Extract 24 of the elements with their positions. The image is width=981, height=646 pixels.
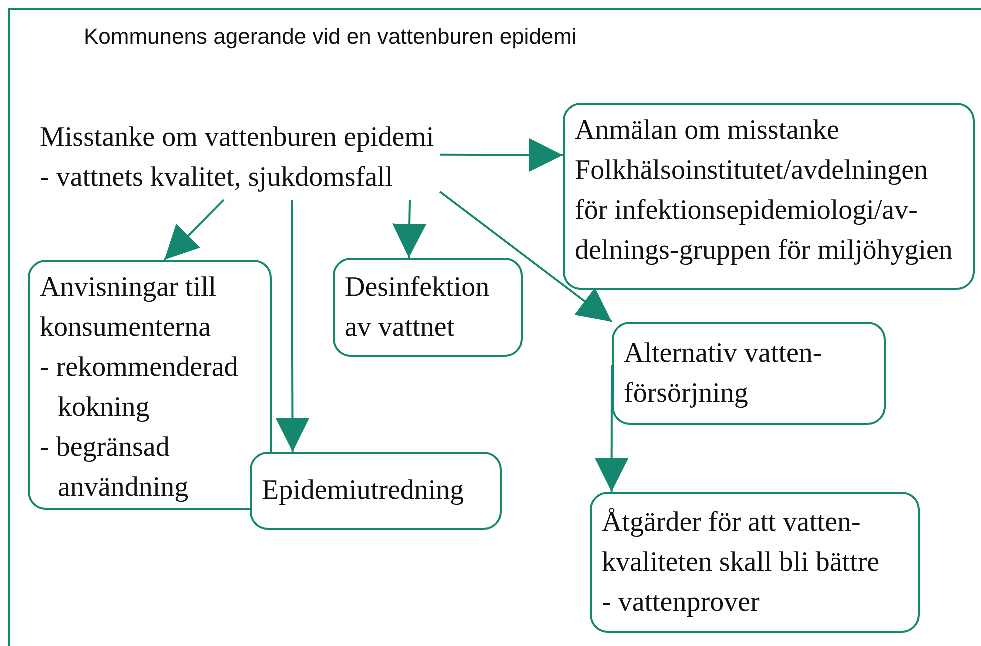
arrow <box>439 191 613 323</box>
node-text: Alternativ vatten- försörjning <box>624 336 824 410</box>
node-text: - vattenprover <box>602 586 761 620</box>
node-text: Folkhälsoinstitutet/avdelningen för infektionsepidemiologi/av- delnings-gruppen för miljöhygien <box>575 154 954 268</box>
rounded-box <box>612 322 886 425</box>
arrow <box>440 138 563 172</box>
arrow <box>276 200 310 452</box>
node-text: Misstanke om vattenburen epidemi <box>40 121 436 155</box>
node-text: Anvisningar till konsumenterna <box>40 271 218 345</box>
arrow <box>164 199 225 261</box>
arrow <box>392 200 427 258</box>
node-text: - rekommenderad kokning <box>40 351 240 425</box>
rounded-box <box>250 452 502 530</box>
node-text: - vattnets kvalitet, sjukdomsfall <box>40 161 394 195</box>
rounded-box <box>563 103 975 290</box>
arrow <box>594 365 629 492</box>
node-text: Desinfektion av vattnet <box>345 270 491 344</box>
node-text: Åtgärder för att vatten- kvaliteten skall bli bättre <box>602 506 881 580</box>
rounded-box <box>590 492 920 633</box>
node-text: - begränsad användning <box>40 431 190 505</box>
node-text: Epidemiutredning <box>262 474 466 508</box>
rounded-box <box>333 258 523 357</box>
node-text: Anmälan om misstanke <box>575 114 840 148</box>
diagram-title: Kommunens agerande vid en vattenburen epidemi <box>84 24 577 50</box>
